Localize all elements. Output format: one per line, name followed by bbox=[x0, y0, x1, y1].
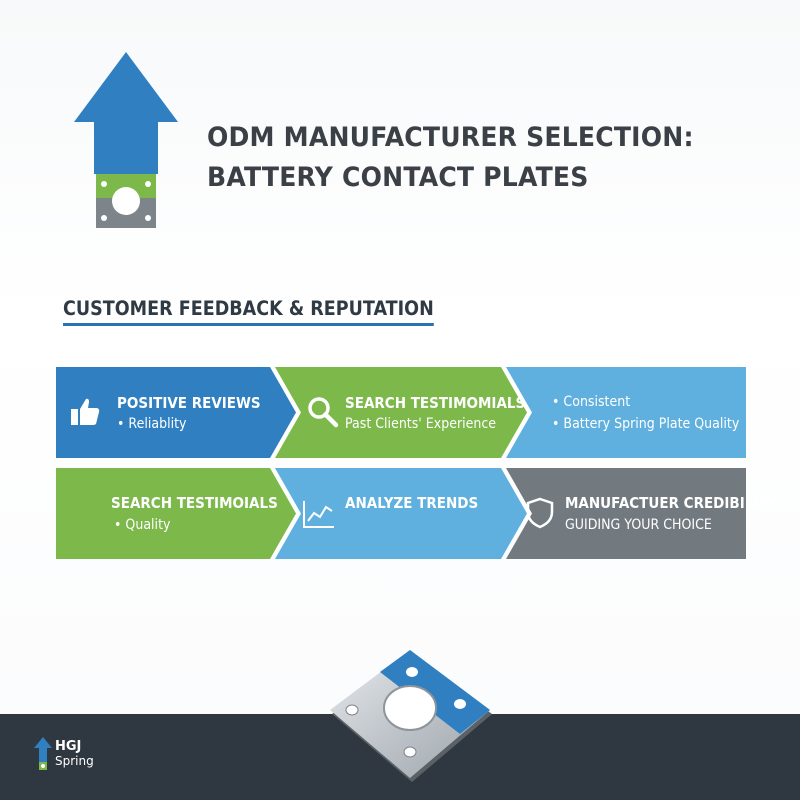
search-testimonials-heading: SEARCH TESTIMOMIALS bbox=[345, 394, 526, 412]
up-arrow-plate-icon bbox=[74, 52, 178, 228]
feedback-row-2: SEARCH TESTIMOIALS • Quality ANALYZE TRE… bbox=[56, 468, 777, 559]
row-2-arrows bbox=[56, 468, 746, 559]
manufacturer-credibility-heading: MANUFACTUER CREDIBILITY bbox=[565, 494, 778, 512]
brand-subtitle: Spring bbox=[55, 754, 94, 768]
brand-arrow-icon bbox=[34, 737, 52, 770]
contact-plate-icon bbox=[330, 650, 492, 782]
quality-text: • Quality bbox=[114, 517, 171, 533]
feedback-row-1: POSITIVE REVIEWS • Reliablity SEARCH TES… bbox=[56, 367, 746, 458]
plate-quality-text: • Battery Spring Plate Quality bbox=[552, 416, 740, 432]
positive-reviews-heading: POSITIVE REVIEWS bbox=[117, 394, 261, 412]
consistent-text: • Consistent bbox=[552, 394, 631, 410]
magnifier-icon bbox=[308, 397, 339, 428]
brand-title: HGJ bbox=[55, 739, 82, 754]
brand-name: HGJ Spring bbox=[55, 739, 94, 769]
row-1-arrows bbox=[56, 367, 746, 458]
section-title: CUSTOMER FEEDBACK & REPUTATION bbox=[63, 297, 434, 326]
past-clients-text: Past Clients' Experience bbox=[345, 416, 497, 432]
title-line-2: BATTERY CONTACT PLATES bbox=[207, 162, 589, 193]
trend-chart-icon bbox=[303, 501, 334, 528]
reliability-text: • Reliablity bbox=[117, 416, 187, 432]
shield-icon bbox=[526, 497, 554, 529]
title-line-1: ODM MANUFACTURER SELECTION: bbox=[207, 122, 694, 153]
search-testimonials-2-heading: SEARCH TESTIMOIALS bbox=[111, 494, 278, 512]
analyze-trends-heading: ANALYZE TRENDS bbox=[345, 494, 479, 512]
thumbs-up-icon bbox=[71, 398, 100, 425]
page-title: ODM MANUFACTURER SELECTION: BATTERY CONT… bbox=[207, 118, 709, 198]
guiding-choice-text: GUIDING YOUR CHOICE bbox=[565, 517, 712, 533]
